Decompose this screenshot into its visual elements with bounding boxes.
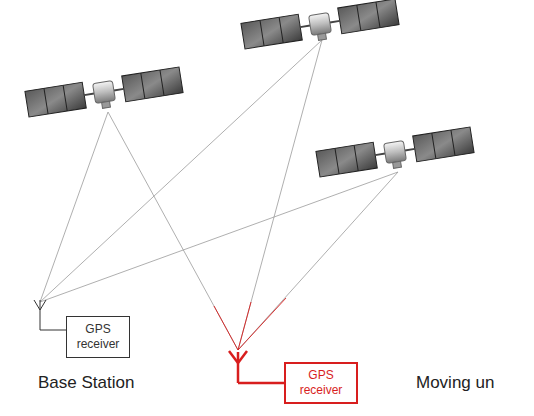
receiver-box: GPS receiver — [284, 362, 358, 404]
receiver-label: GPS receiver — [290, 368, 352, 398]
receiver-label: GPS receiver — [71, 322, 125, 352]
receiver-box: GPS receiver — [66, 316, 130, 358]
station-label: Moving un — [416, 373, 494, 393]
station-label: Base Station — [38, 373, 134, 393]
